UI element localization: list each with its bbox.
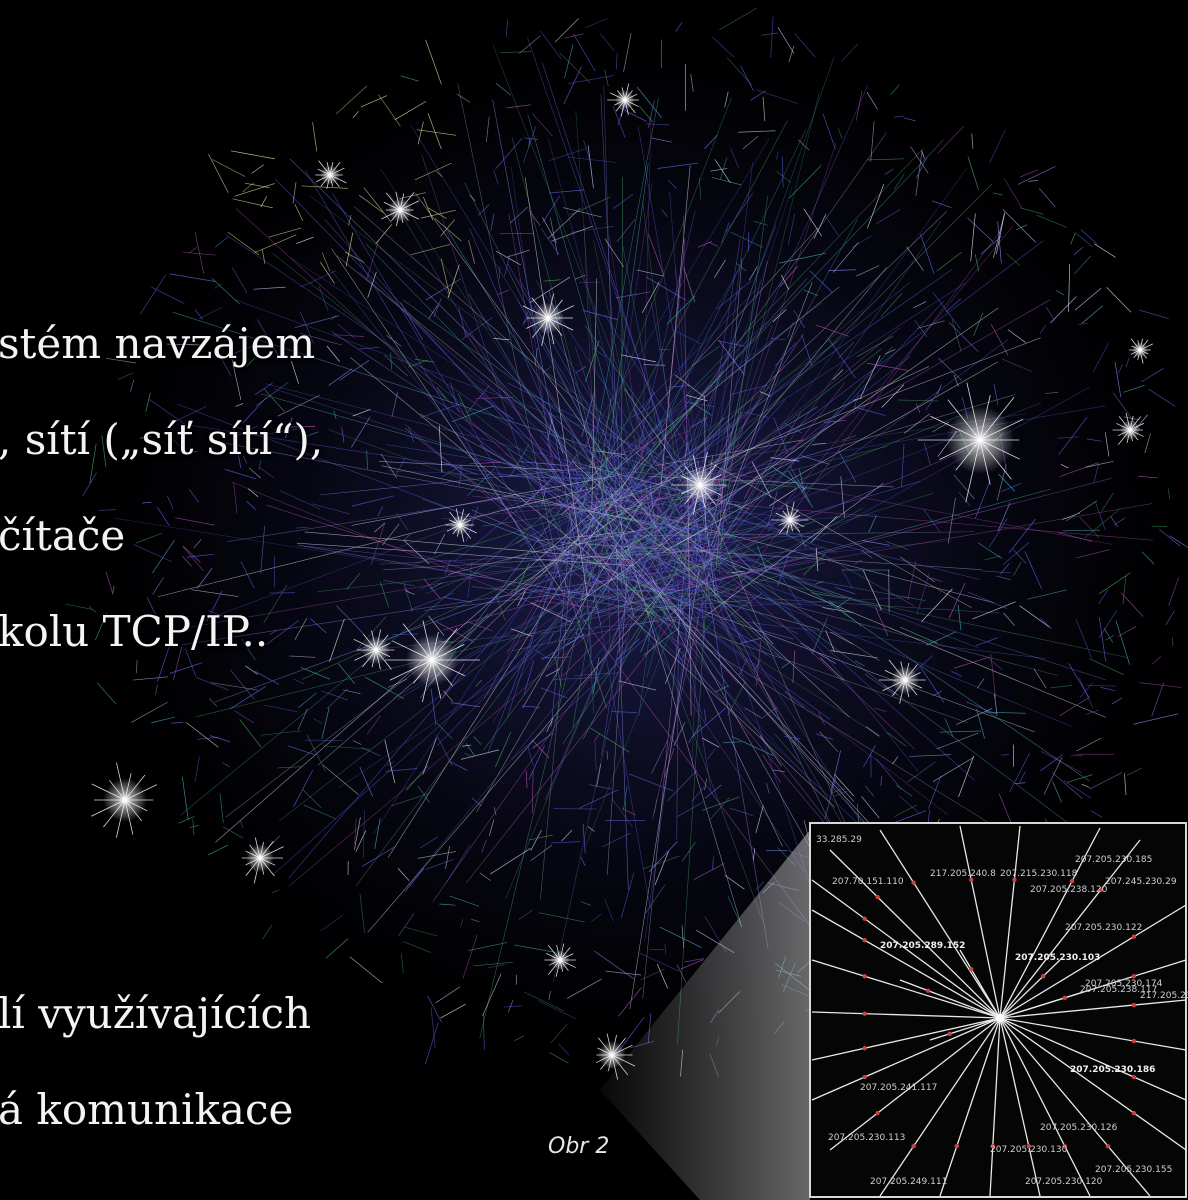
inset-ip-label: 207.205.238.120 (1030, 885, 1108, 895)
inset-ip-label: 207.205.241.117 (860, 1083, 937, 1093)
inset-ip-label: 207.205.230.155 (1095, 1165, 1172, 1175)
slide-text-line-2: , sítí („síť sítí“), (0, 416, 323, 464)
network-edge (208, 154, 228, 193)
inset-node (875, 895, 879, 899)
inset-node (911, 1144, 915, 1148)
inset-node (1132, 1039, 1136, 1043)
inset-node (911, 880, 915, 884)
inset-ip-label: 207.205.289.152 (880, 941, 965, 951)
inset-node (875, 1111, 879, 1115)
inset-node (969, 967, 973, 971)
inset-ip-label: 207.205.230.126 (1040, 1123, 1118, 1133)
inset-ip-label: 207.70.151.110 (832, 877, 904, 887)
inset-node (1106, 1144, 1110, 1148)
inset-hub (996, 1014, 1004, 1022)
inset-node (862, 1075, 866, 1079)
inset-node (1063, 996, 1067, 1000)
inset-node (1070, 879, 1074, 883)
inset-ip-label: 207.205.230.120 (1025, 1177, 1103, 1187)
inset-node (862, 974, 866, 978)
inset-ip-label: 207.215.230.118 (1000, 869, 1078, 879)
inset-ip-label: 207.205.249.111 (870, 1177, 947, 1187)
slide-text-line-1: stém navzájem (0, 320, 315, 368)
inset-node (862, 938, 866, 942)
inset-node (1132, 934, 1136, 938)
inset-ip-label: 207.205.230.113 (828, 1133, 905, 1143)
inset-node (862, 1011, 866, 1015)
inset-ip-label: 207.205.230.185 (1075, 855, 1152, 865)
inset-ip-label: 33.285.29 (816, 835, 862, 845)
slide-text-line-6: á komunikace (0, 1086, 293, 1134)
inset-node (1132, 974, 1136, 978)
inset-ip-label: 217.205.230.134 (1140, 991, 1188, 1001)
inset-ip-label: 207.205.230.174 (1085, 979, 1163, 989)
inset-node (926, 988, 930, 992)
network-edge (425, 1023, 438, 1065)
inset-node (947, 1032, 951, 1036)
inset-ip-label: 207.205.230.122 (1065, 923, 1142, 933)
inset-ip-label: 207.245.230.29 (1105, 877, 1177, 887)
slide-text-line-4: kolu TCP/IP.. (0, 608, 268, 656)
network-edge (719, 8, 756, 30)
inset-node (1132, 1003, 1136, 1007)
zoom-inset: 33.285.29 207.70.151.110 217.205.240.8 207.… (810, 823, 1188, 1197)
inset-ip-label: 217.205.240.8 (930, 869, 996, 879)
figure-caption: Obr 2 (548, 1134, 609, 1159)
network-edge (506, 20, 507, 37)
inset-ip-label: 207.205.230.186 (1070, 1065, 1155, 1075)
inset-ip-label: 207.205.230.103 (1015, 953, 1100, 963)
inset-node (955, 1144, 959, 1148)
inset-ip-label: 207.205.230.130 (990, 1145, 1068, 1155)
inset-node (862, 1046, 866, 1050)
inset-node (862, 916, 866, 920)
inset-node (1132, 1075, 1136, 1079)
network-edge (212, 159, 245, 176)
slide-text-line-3: čítače (0, 512, 125, 560)
inset-node (1041, 974, 1045, 978)
slide-text-line-5: lí využívajících (0, 990, 311, 1038)
inset-node (1132, 1111, 1136, 1115)
